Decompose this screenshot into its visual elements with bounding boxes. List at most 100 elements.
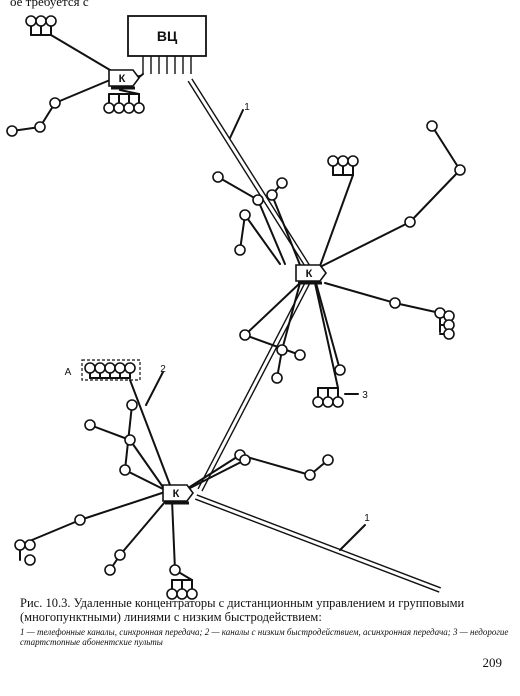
callout-1b-leader [339,524,366,551]
multipoint-line [217,176,259,201]
terminal-node [34,121,46,133]
multipoint-line [54,79,111,104]
multipoint-line [244,214,281,265]
multipoint-line [89,424,131,441]
multipoint-line [239,214,246,251]
terminal-node [239,209,251,221]
terminal-node [114,362,126,374]
terminal-node [133,102,145,114]
terminal-node [84,419,96,431]
callout-2-leader [145,371,164,406]
caption-title: Рис. 10.3. Удаленные концентраторы с дис… [20,596,465,624]
figure-caption: Рис. 10.3. Удаленные концентраторы с дис… [20,596,510,647]
terminal-node [454,164,466,176]
callout-3-label: 3 [362,390,368,401]
terminal-node [322,396,334,408]
terminal-node [347,155,359,167]
terminal-node [322,454,334,466]
terminal-node [35,15,47,27]
terminal-node [443,328,455,340]
callout-1-leader [229,109,244,139]
terminal-node [104,362,116,374]
multipoint-line [394,302,441,314]
group-box-A [81,359,141,381]
terminal-node [304,469,316,481]
terminal-node [239,454,251,466]
terminal-node [94,362,106,374]
terminal-node [294,349,306,361]
callout-1-label: 1 [244,102,250,113]
multipoint-line [257,199,286,265]
terminal-node [114,549,126,561]
multipoint-line [184,454,241,491]
trunk-line-1 [191,78,313,270]
cluster-link [314,282,339,389]
multipoint-line [271,194,301,266]
concentrator-label: К [306,268,313,280]
multipoint-line [324,282,396,304]
terminal-node [14,539,26,551]
terminal-node [239,329,251,341]
cluster-link [319,174,354,267]
multipoint-line [244,282,301,336]
concentrator-k1 [108,69,140,87]
terminal-node [49,97,61,109]
terminal-node [74,514,86,526]
trunk-line-2 [201,278,313,492]
terminal-node [45,15,57,27]
multipoint-line [171,499,176,571]
terminal-node [327,155,339,167]
multipoint-line [239,454,311,476]
group-line-2 [129,379,171,486]
callout-2-label: 2 [160,364,166,375]
cluster-link [119,89,140,95]
terminal-node [234,244,246,256]
group-label-A: А [65,367,72,378]
multipoint-line [281,282,301,351]
terminal-node [25,15,37,27]
terminal-node [334,364,346,376]
multipoint-line [119,495,171,556]
terminal-node [124,362,136,374]
terminal-node [113,102,125,114]
terminal-node [252,194,264,206]
terminal-node [24,554,36,566]
terminal-node [186,588,198,600]
multipoint-line [409,169,461,223]
multipoint-line [124,469,166,491]
terminal-node [103,102,115,114]
caption-legend: 1 — телефонные каналы, синхронная переда… [20,627,509,647]
multipoint-line [321,221,411,267]
terminal-node [119,464,131,476]
terminal-node [276,177,288,189]
multipoint-line [315,282,341,371]
computer-center-label: ВЦ [157,28,178,44]
terminal-node [276,344,288,356]
terminal-node [404,216,416,228]
trunk-line-2 [197,276,309,490]
concentrator-k3 [162,484,194,502]
terminal-node [84,362,96,374]
terminal-node [426,120,438,132]
trunk-line-3 [196,494,442,589]
concentrator-label: К [119,73,126,85]
concentrator-k2 [295,264,327,282]
terminal-node [24,539,36,551]
trunk-line-3 [194,498,440,593]
terminal-node [126,399,138,411]
terminal-node [266,189,278,201]
terminal-node [104,564,116,576]
terminal-node [332,396,344,408]
terminal-node [212,171,224,183]
callout-1b-label: 1 [364,513,370,524]
terminal-node [169,564,181,576]
terminal-node [124,434,136,446]
terminal-node [271,372,283,384]
cluster-link [50,34,111,71]
terminal-node [123,102,135,114]
multipoint-line [79,491,166,521]
terminal-node [389,297,401,309]
terminal-node [6,125,18,137]
multipoint-line [189,459,246,489]
